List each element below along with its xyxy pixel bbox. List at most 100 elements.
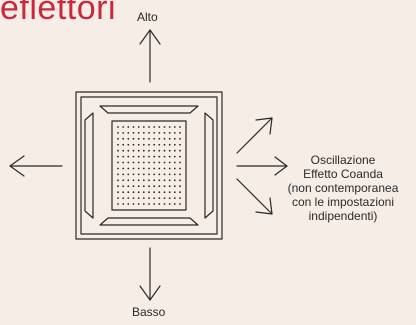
grille-dot	[122, 191, 125, 194]
grille-dot	[137, 155, 140, 158]
grille-dot	[179, 155, 181, 158]
grille-dot	[142, 179, 145, 182]
grille-dot	[153, 137, 156, 140]
grille-dot	[142, 126, 145, 128]
grille-dot	[168, 132, 171, 134]
grille-dot	[173, 191, 176, 194]
grille-dot	[163, 155, 166, 158]
arrow-down-icon	[139, 247, 161, 301]
grille-dot	[127, 173, 130, 176]
grille-dot	[122, 167, 125, 170]
label-basso: Basso	[132, 305, 166, 319]
grille-dot	[163, 132, 166, 134]
grille-dot	[137, 143, 140, 146]
grille-dot	[142, 185, 145, 188]
grille-dot	[127, 191, 130, 194]
grille-dot	[168, 143, 171, 146]
grille-dot	[127, 167, 130, 170]
grille-dot	[179, 197, 181, 200]
grille-dot	[127, 126, 130, 128]
grille-dot	[122, 143, 125, 146]
grille-dot	[148, 167, 150, 170]
grille-dot	[168, 173, 171, 176]
grille-dot	[179, 126, 181, 128]
grille-dot	[117, 143, 119, 146]
grille-dot	[173, 185, 176, 188]
description-line-1: Oscillazione	[310, 153, 376, 167]
grille-dot	[148, 149, 150, 152]
grille-dot	[173, 137, 176, 140]
grille-dot	[153, 197, 156, 200]
grille-dot	[127, 143, 130, 146]
cassette-unit-icon	[75, 91, 223, 240]
grille-dot	[153, 126, 156, 128]
grille-dot	[158, 179, 161, 182]
grille-dot	[173, 161, 176, 164]
grille-dot	[179, 167, 181, 170]
grille-dot	[148, 185, 150, 188]
grille-dot	[168, 203, 171, 205]
grille-dot	[163, 179, 166, 182]
grille-dot	[142, 173, 145, 176]
grille-dot	[179, 132, 181, 134]
grille-dot	[179, 143, 181, 146]
grille-dot	[137, 132, 140, 134]
grille-dot	[137, 149, 140, 152]
grille-dot	[163, 173, 166, 176]
description-line-2: Effetto Coanda	[303, 167, 383, 181]
grille-dot	[137, 137, 140, 140]
grille-dot	[173, 179, 176, 182]
grille-dot	[168, 167, 171, 170]
grille-dot	[117, 132, 119, 134]
grille-dot	[173, 149, 176, 152]
grille-dot	[127, 137, 130, 140]
grille-dot	[132, 137, 135, 140]
grille-dot	[117, 203, 119, 205]
grille-dot	[142, 167, 145, 170]
grille-dot	[168, 191, 171, 194]
grille-dot	[142, 132, 145, 134]
grille-dot	[148, 173, 150, 176]
grille-dot	[132, 143, 135, 146]
grille-dot	[148, 126, 150, 128]
grille-dot	[122, 179, 125, 182]
grille-dot	[153, 167, 156, 170]
description-line-5: indipendenti)	[308, 209, 378, 223]
grille-dot	[137, 191, 140, 194]
grille-dot	[132, 167, 135, 170]
grille-dot	[117, 161, 119, 164]
grille-dot	[148, 191, 150, 194]
grille-dot	[163, 137, 166, 140]
grille-dot	[132, 197, 135, 200]
grille-dot	[153, 173, 156, 176]
grille-dot	[158, 173, 161, 176]
grille-dot	[132, 191, 135, 194]
grille-dot	[117, 173, 119, 176]
grille-dot	[158, 126, 161, 128]
grille-dot	[137, 179, 140, 182]
grille-dot	[148, 179, 150, 182]
grille-dot	[122, 155, 125, 158]
grille-dot	[132, 173, 135, 176]
grille-dot	[132, 203, 135, 205]
grille-dot	[132, 161, 135, 164]
grille-dot	[158, 132, 161, 134]
grille-dot	[117, 191, 119, 194]
grille-dot	[168, 161, 171, 164]
grille-dot	[158, 143, 161, 146]
grille-dot	[122, 173, 125, 176]
grille-dot	[179, 161, 181, 164]
grille-dot	[142, 203, 145, 205]
grille-dot	[168, 137, 171, 140]
grille-dot	[117, 167, 119, 170]
grille-dot	[127, 203, 130, 205]
grille-dot	[163, 167, 166, 170]
grille-dot	[122, 161, 125, 164]
grille-dot	[117, 137, 119, 140]
grille-dot	[122, 132, 125, 134]
grille-dot	[153, 161, 156, 164]
grille-dot	[153, 155, 156, 158]
grille-dot	[137, 167, 140, 170]
grille-dot	[132, 126, 135, 128]
grille-dot	[173, 197, 176, 200]
